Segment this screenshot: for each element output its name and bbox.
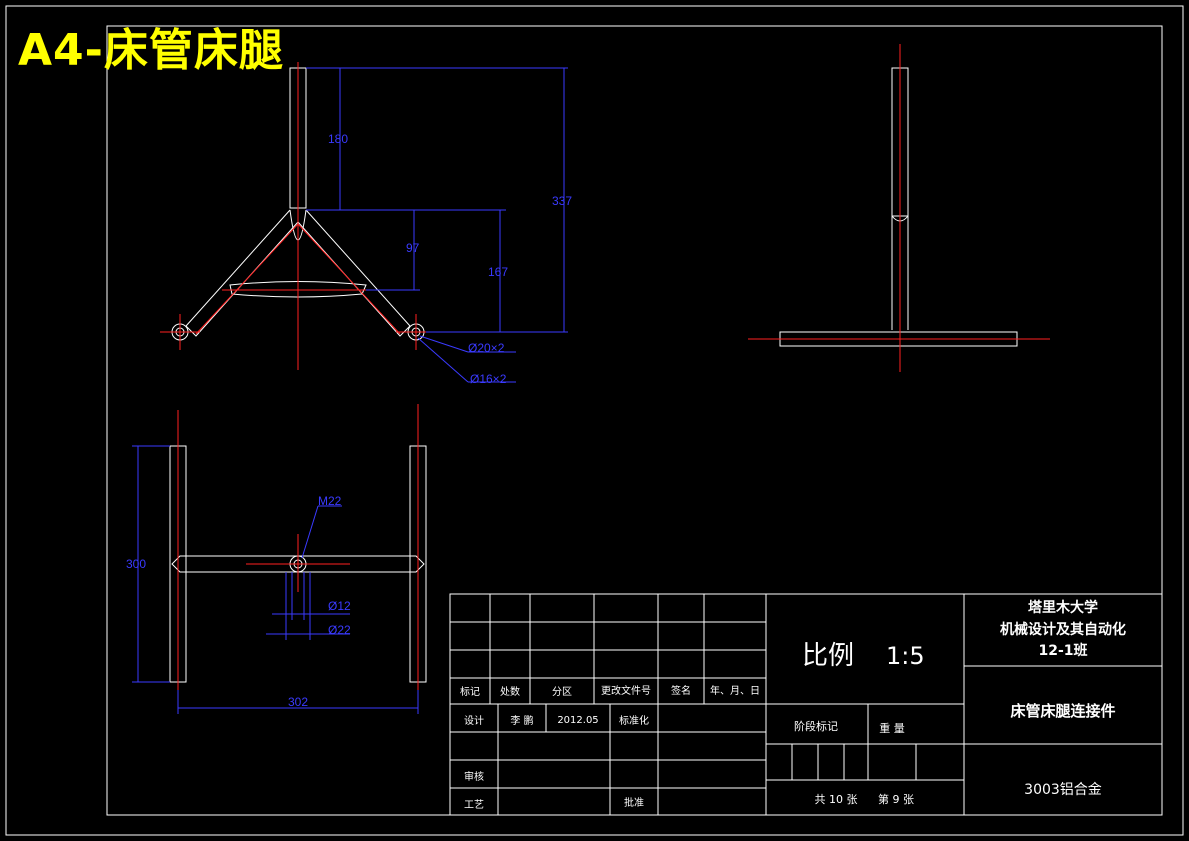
- outer-border: [5, 5, 1184, 836]
- title-block-lines: [449, 593, 1163, 816]
- dim-97: 97: [406, 241, 420, 255]
- plan-view-centerlines: [177, 404, 419, 700]
- sheet-count: 共 10 张: [815, 793, 858, 806]
- hdr-change-doc: 更改文件号: [601, 684, 651, 697]
- design-date: 2012.05: [557, 715, 598, 726]
- dim-302: 302: [288, 695, 308, 709]
- side-view: [779, 67, 1018, 347]
- scale-label: 比例: [802, 641, 854, 671]
- stage-mark: 阶段标记: [794, 719, 838, 733]
- process-label: 工艺: [464, 799, 484, 811]
- approve-label: 批准: [624, 796, 644, 809]
- dim-300: 300: [126, 557, 146, 571]
- weight-label: 重 量: [879, 721, 905, 735]
- hdr-count: 处数: [500, 685, 520, 698]
- designer-name: 李 鹏: [510, 714, 533, 727]
- school-class: 12-1班: [1038, 642, 1087, 659]
- dim-180: 180: [328, 132, 348, 146]
- hdr-mark: 标记: [460, 686, 480, 698]
- dim-phi20: Ø20×2: [468, 341, 505, 355]
- sheet-number: 第 9 张: [878, 792, 914, 806]
- design-label: 设计: [464, 714, 484, 727]
- plan-view-dimensions: [132, 445, 419, 714]
- school-major: 机械设计及其自动化: [1000, 621, 1126, 638]
- part-name: 床管床腿连接件: [1010, 702, 1115, 720]
- front-view-dimensions: [306, 67, 568, 383]
- standard-label: 标准化: [619, 714, 649, 727]
- hdr-signature: 签名: [671, 684, 691, 697]
- hdr-date: 年、月、日: [710, 684, 760, 697]
- title-block-text: 比例 1:5 塔里木大学 机械设计及其自动化 12-1班 床管床腿连接件 300…: [460, 599, 1126, 811]
- dim-337: 337: [552, 194, 572, 208]
- dim-phi12: Ø12: [328, 599, 351, 613]
- front-view-centerlines: [160, 62, 436, 370]
- side-view-centerlines: [748, 44, 1050, 372]
- dim-phi22: Ø22: [328, 623, 351, 637]
- sheet-title: A4-床管床腿: [18, 25, 284, 76]
- dim-167: 167: [488, 265, 508, 279]
- review-label: 审核: [464, 770, 484, 783]
- scale-value: 1:5: [886, 642, 925, 670]
- material: 3003铝合金: [1024, 782, 1102, 798]
- dim-m22: M22: [318, 494, 342, 508]
- hdr-zone: 分区: [552, 686, 572, 698]
- dim-phi16: Ø16×2: [470, 372, 507, 386]
- school-name: 塔里木大学: [1028, 599, 1098, 616]
